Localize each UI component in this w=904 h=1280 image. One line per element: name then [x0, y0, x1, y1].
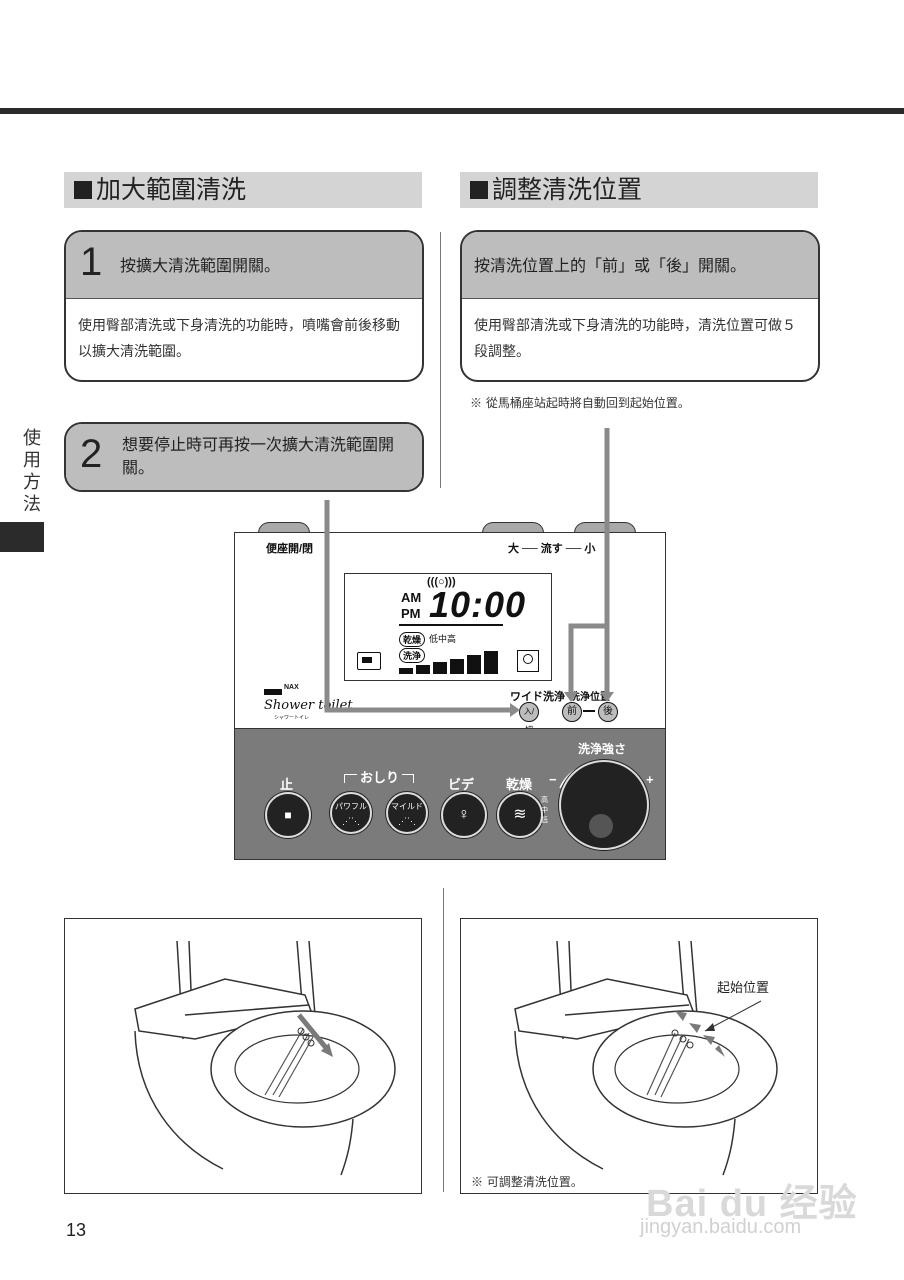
left-section-title-text: 加大範圍清洗 — [96, 175, 247, 204]
position-step-body: 使用臀部清洗或下身清洗的功能時，清洗位置可做５段調整。 — [474, 318, 796, 360]
column-divider-bottom — [443, 888, 444, 1192]
watermark-logo: Bai du 经验 — [646, 1183, 858, 1225]
dryer-button[interactable]: ≋ — [497, 792, 543, 838]
step1-heading: 按擴大清洗範圍開關。 — [120, 256, 281, 275]
oshiri-label: おしり — [357, 767, 403, 786]
flush-label: 大 ── 流す ── 小 — [508, 543, 596, 555]
step2-box: 2 想要停止時可再按一次擴大清洗範圍開關。 — [64, 422, 424, 492]
position-step-box: 按清洗位置上的「前」或「後」開關。 使用臀部清洗或下身清洗的功能時，清洗位置可做… — [460, 230, 820, 382]
am-indicator: AM — [401, 590, 422, 605]
brand-sub: シャワートイレ — [274, 715, 310, 721]
square-bullet-icon — [74, 181, 92, 199]
dryer-temp-scale: 高中低 — [541, 797, 548, 824]
water-strength-bars — [399, 651, 498, 674]
dryer-label: 乾燥 — [506, 777, 533, 792]
powerful-label: パワフル — [335, 802, 367, 811]
brand-mark: NAX — [284, 684, 299, 691]
spray-icon: ⋰⋱ — [342, 816, 360, 826]
column-divider-top — [440, 232, 441, 488]
watermark-url: jingyan.baidu.com — [640, 1216, 802, 1238]
clock-time: 10:00 — [429, 584, 527, 625]
strength-minus: − — [549, 772, 557, 787]
step1-body: 使用臀部清洗或下身清洗的功能時，噴嘴會前後移動以擴大清洗範圍。 — [78, 318, 400, 360]
adjust-position-note: ※ 可調整清洗位置。 — [471, 1175, 583, 1189]
seat-open-close-label: 便座開/閉 — [266, 543, 314, 555]
battery-icon — [357, 652, 381, 670]
strength-plus: + — [646, 772, 654, 787]
square-bullet-icon — [470, 181, 488, 199]
page-number: 13 — [66, 1220, 87, 1240]
brand-logo-icon — [264, 689, 282, 695]
dry-indicator: 乾燥 — [399, 632, 426, 647]
auto-return-note: ※ 從馬桶座站起時將自動回到起始位置。 — [470, 396, 690, 410]
nozzle-clean-icon — [517, 650, 539, 672]
bidet-label: ビデ — [448, 777, 475, 792]
toilet-illustration-left — [134, 940, 396, 1176]
mild-label: マイルド — [391, 802, 423, 811]
position-dash — [583, 710, 595, 712]
step2-heading: 想要停止時可再按一次擴大清洗範圍開關。 — [122, 435, 395, 477]
wide-wash-figure — [64, 918, 422, 1194]
start-position-label: 起始位置 — [717, 981, 770, 996]
spray-icon: ⋰⋱ — [398, 816, 416, 826]
dial-grip-icon — [589, 814, 613, 838]
lcd-underline — [399, 624, 503, 626]
strength-label: 洗浄強さ — [578, 742, 627, 756]
bidet-button[interactable]: ♀ — [441, 792, 487, 838]
signal-icon: (((○))) — [427, 576, 456, 588]
toilet-illustration-right — [514, 940, 778, 1176]
right-section-title-text: 調整清洗位置 — [492, 175, 643, 204]
left-section-title: 加大範圍清洗 — [64, 172, 422, 208]
side-label: 使用方法 — [23, 428, 41, 515]
wash-indicator: 洗浄 — [399, 648, 426, 663]
pm-indicator: PM — [401, 606, 421, 621]
powerful-wash-button[interactable]: パワフル ⋰⋱ — [330, 792, 372, 834]
step1-box: 1 按擴大清洗範圍開關。 使用臀部清洗或下身清洗的功能時，噴嘴會前後移動以擴大清… — [64, 230, 424, 382]
side-tab-block — [0, 522, 44, 552]
bidet-person-icon: ♀ — [458, 806, 470, 823]
top-rule — [0, 108, 904, 114]
right-section-title: 調整清洗位置 — [460, 172, 818, 208]
step1-number: 1 — [80, 240, 103, 284]
warm-air-icon: ≋ — [513, 806, 527, 823]
position-back-button[interactable]: 後 — [598, 702, 618, 722]
position-step-heading: 按清洗位置上的「前」或「後」開關。 — [474, 256, 747, 275]
mild-wash-button[interactable]: マイルド ⋰⋱ — [386, 792, 428, 834]
dry-levels: 低中高 — [429, 634, 457, 644]
lcd-display: (((○))) AM PM 10:00 乾燥 低中高 洗浄 — [344, 573, 552, 681]
stop-label: 止 — [280, 777, 294, 792]
wide-wash-label: ワイド洗浄 — [510, 691, 565, 703]
strength-dial[interactable] — [559, 760, 649, 850]
step2-number: 2 — [80, 432, 103, 476]
wash-position-label: 洗浄位置 — [570, 692, 610, 703]
position-adjust-figure: 起始位置 ※ 可調整清洗位置。 — [460, 918, 818, 1194]
stop-button[interactable]: ■ — [265, 792, 311, 838]
position-front-button[interactable]: 前 — [562, 702, 582, 722]
